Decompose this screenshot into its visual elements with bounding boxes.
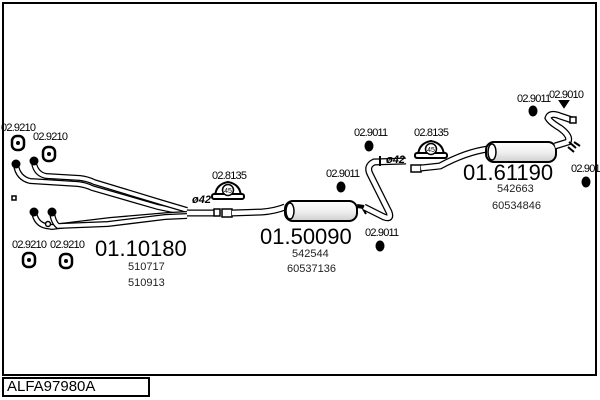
part-number[interactable]: 01.10180 — [95, 236, 187, 261]
rubber-mount-icon[interactable] — [528, 105, 538, 117]
rubber-label: 02.9011 — [354, 127, 388, 139]
diagram-frame — [2, 2, 597, 376]
part-ref: 542663 — [497, 183, 534, 195]
part-ref: 60534846 — [492, 200, 541, 212]
clamp-size: 45 — [224, 188, 232, 195]
diagram-code: ALFA97980A — [2, 377, 150, 397]
gasket-label: 02.9210 — [50, 239, 85, 251]
clamp-label: 02.8135 — [212, 170, 247, 182]
rubber-mount-icon[interactable] — [375, 240, 385, 252]
part-ref: 542544 — [292, 248, 329, 260]
rubber-label: 02.9011 — [571, 163, 600, 175]
rear-silencer[interactable] — [410, 110, 581, 173]
hanger-label: 02.9010 — [549, 89, 584, 101]
gasket-label: 02.9210 — [12, 239, 47, 251]
hanger-icon[interactable] — [558, 100, 570, 109]
clamp-icon[interactable]: 45 — [211, 180, 245, 200]
part-number[interactable]: 01.61190 — [463, 160, 553, 185]
intermediate-pipe[interactable] — [362, 156, 407, 222]
clamp-label: 02.8135 — [414, 127, 449, 139]
gasket-label: 02.9210 — [1, 122, 36, 134]
rubber-mount-icon[interactable] — [364, 140, 374, 152]
front-pipe[interactable] — [11, 156, 221, 231]
middle-silencer[interactable] — [221, 200, 367, 222]
rubber-mount-icon[interactable] — [581, 176, 591, 188]
diameter-label: ø42 — [386, 154, 405, 166]
part-ref: 510717 — [128, 261, 165, 273]
rubber-label: 02.9011 — [517, 93, 551, 105]
small-square-marker — [11, 195, 17, 201]
part-number[interactable]: 01.50090 — [260, 224, 352, 249]
rubber-mount-icon[interactable] — [336, 181, 346, 193]
clamp-size: 45 — [427, 147, 435, 154]
part-ref: 510913 — [128, 277, 165, 289]
clamp-icon[interactable]: 45 — [414, 139, 448, 159]
diameter-label: ø42 — [192, 194, 211, 206]
rubber-label: 02.9011 — [326, 168, 360, 180]
gasket-label: 02.9210 — [33, 131, 68, 143]
part-ref: 60537136 — [287, 263, 336, 275]
rubber-label: 02.9011 — [365, 227, 399, 239]
